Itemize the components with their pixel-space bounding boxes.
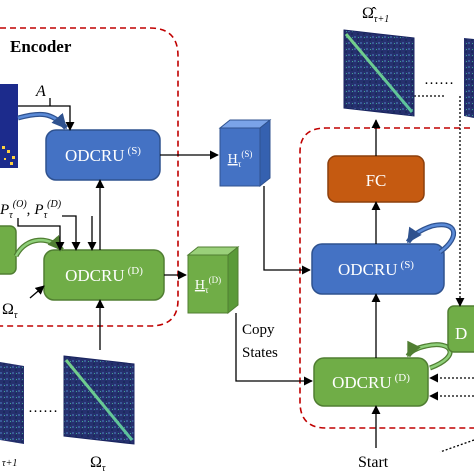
h-s-main: H: [228, 152, 238, 167]
input-heatmap-prev: [0, 362, 24, 444]
svg-text:ODCRU(D): ODCRU(D): [332, 372, 410, 392]
svg-text:FC: FC: [366, 171, 387, 190]
label-p-o-d: Pτ(O),Pτ(D): [0, 199, 62, 221]
svg-text:Hτ(D): Hτ(D): [195, 275, 221, 295]
label-omega-bl-sub: τ+1: [2, 458, 17, 469]
output-heatmap-next: [464, 38, 474, 118]
odcru-d-enc-sup: (D): [128, 265, 144, 277]
odcru-s-encoder[interactable]: ODCRU(S): [45, 129, 161, 181]
odcru-d-decoder[interactable]: ODCRU(D): [313, 357, 429, 407]
label-a: A: [35, 83, 46, 100]
svg-text:Hτ(S): Hτ(S): [228, 149, 253, 169]
svg-text:ODCRU(D): ODCRU(D): [65, 265, 143, 285]
odcru-d-enc-main: ODCRU: [65, 266, 125, 285]
ellipsis-bottom: ……: [28, 400, 58, 416]
svg-text:D: D: [455, 324, 467, 343]
odcru-d-encoder[interactable]: ODCRU(D): [43, 249, 165, 301]
label-states: States: [242, 345, 278, 361]
right-partial-block: D: [447, 305, 474, 353]
input-adjacency-heatmap: [0, 84, 18, 168]
label-omega-hat: Ω̂τ+1: [362, 5, 389, 25]
svg-text:ODCRU(S): ODCRU(S): [338, 259, 414, 279]
svg-text:ODCRU(S): ODCRU(S): [65, 145, 141, 165]
h-d-state-cube: Hτ(D): [186, 245, 240, 315]
odcru-s-enc-main: ODCRU: [65, 146, 125, 165]
label-copy: Copy: [242, 322, 275, 338]
label-omega-bottom: Ωτ: [90, 454, 106, 474]
label-start: Start: [358, 454, 389, 471]
left-input-block: [0, 225, 17, 275]
encoder-title: Encoder: [10, 37, 72, 56]
decoder-region: [299, 127, 474, 429]
fc-layer[interactable]: FC: [327, 155, 425, 203]
encoder-region: [0, 27, 179, 327]
output-heatmap: [343, 29, 415, 117]
odcru-s-enc-sup: (S): [128, 145, 142, 157]
ellipsis-top: ……: [424, 72, 454, 88]
input-heatmap-current: [63, 355, 135, 445]
label-omega-left: Ωτ: [2, 301, 18, 321]
h-s-state-cube: Hτ(S): [218, 118, 272, 188]
odcru-s-decoder[interactable]: ODCRU(S): [311, 243, 445, 295]
